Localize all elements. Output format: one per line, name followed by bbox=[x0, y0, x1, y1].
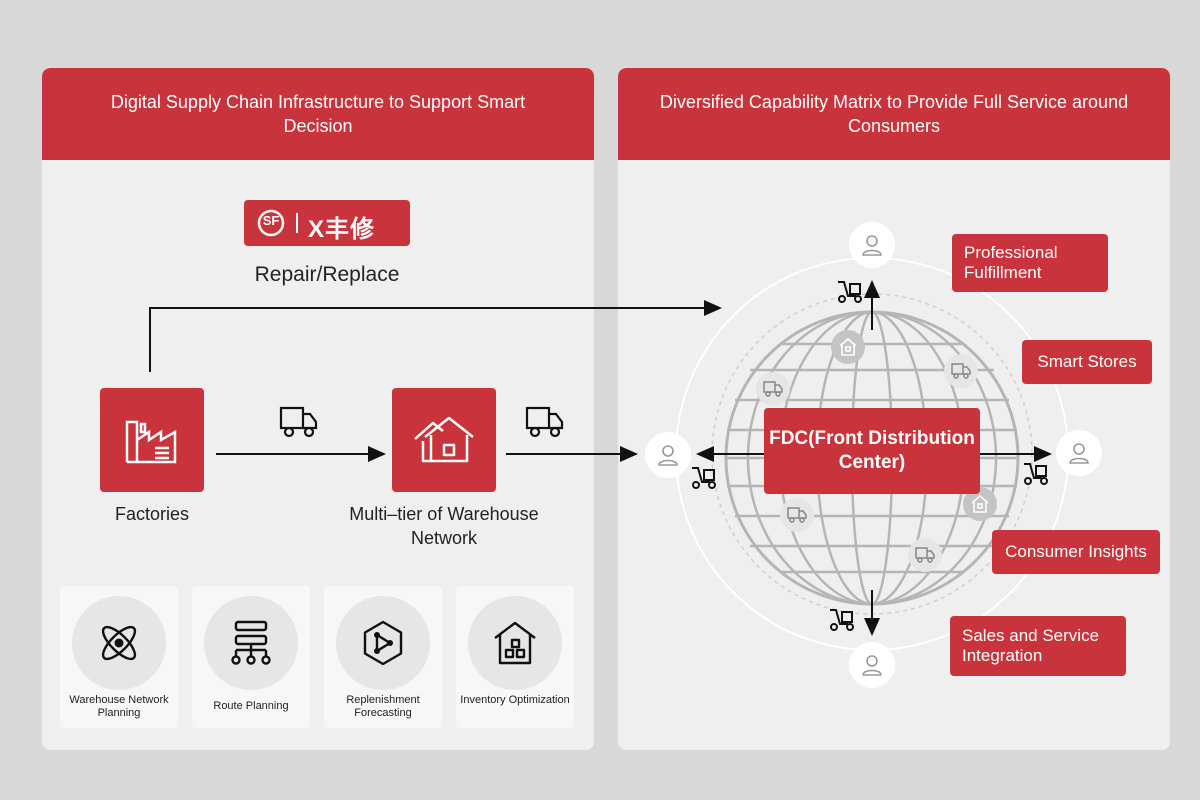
sf-logo-text: SF bbox=[262, 213, 280, 228]
scooter-icon bbox=[838, 281, 862, 303]
tool-label: Replenishment Forecasting bbox=[346, 694, 420, 719]
tool-replenishment-forecasting: Replenishment Forecasting bbox=[324, 586, 442, 728]
atom-icon bbox=[101, 625, 137, 661]
truck-node-icon bbox=[756, 372, 790, 406]
repair-arrow bbox=[149, 300, 722, 372]
hexagon-share-icon bbox=[363, 620, 403, 666]
tool-inventory-optimization: Inventory Optimization bbox=[456, 586, 574, 728]
tool-label: Warehouse Network Planning bbox=[69, 694, 169, 719]
scooter-icon bbox=[692, 467, 716, 489]
truck-icon bbox=[279, 406, 318, 438]
factory-icon bbox=[125, 420, 177, 464]
capability-consumer-insights: Consumer Insights bbox=[992, 530, 1160, 574]
consumer-icon bbox=[849, 642, 895, 688]
scooter-icon bbox=[1024, 463, 1048, 485]
scooter-icon bbox=[830, 609, 854, 631]
truck-icon bbox=[525, 406, 564, 438]
tool-warehouse-network-planning: Warehouse Network Planning bbox=[60, 586, 178, 728]
consumer-icon bbox=[645, 432, 691, 478]
capability-sales-service-integration: Sales and Service Integration bbox=[950, 616, 1126, 676]
brand-text: X丰修 bbox=[308, 216, 376, 243]
truck-node-icon bbox=[780, 498, 814, 532]
tool-label: Route Planning bbox=[213, 700, 289, 712]
right-panel-header: Diversified Capability Matrix to Provide… bbox=[618, 68, 1170, 160]
factories-label: Factories bbox=[114, 504, 190, 524]
capability-smart-stores: Smart Stores bbox=[1022, 340, 1152, 384]
warehouse-label: Multi–tier of Warehouse Network bbox=[349, 504, 539, 548]
factory-node bbox=[100, 388, 204, 492]
truck-node-icon bbox=[944, 354, 978, 388]
consumer-icon bbox=[849, 222, 895, 268]
house-node-icon bbox=[831, 330, 865, 364]
inventory-house-icon bbox=[494, 621, 536, 665]
warehouse-node bbox=[392, 388, 496, 492]
sf-logo: SF X丰修 bbox=[244, 200, 410, 246]
fdc-box: FDC(Front Distribution Center) bbox=[764, 408, 980, 494]
capability-professional-fulfillment: Professional Fulfillment bbox=[952, 234, 1108, 292]
sf-logo-icon bbox=[257, 209, 298, 237]
warehouse-icon bbox=[414, 416, 474, 463]
truck-node-icon bbox=[908, 538, 942, 572]
left-panel-header: Digital Supply Chain Infrastructure to S… bbox=[42, 68, 594, 160]
route-tree-icon bbox=[231, 620, 271, 665]
tool-route-planning: Route Planning bbox=[192, 586, 310, 728]
repair-label: Repair/Replace bbox=[254, 263, 400, 286]
tool-label: Inventory Optimization bbox=[460, 694, 570, 706]
consumer-icon bbox=[1056, 430, 1102, 476]
